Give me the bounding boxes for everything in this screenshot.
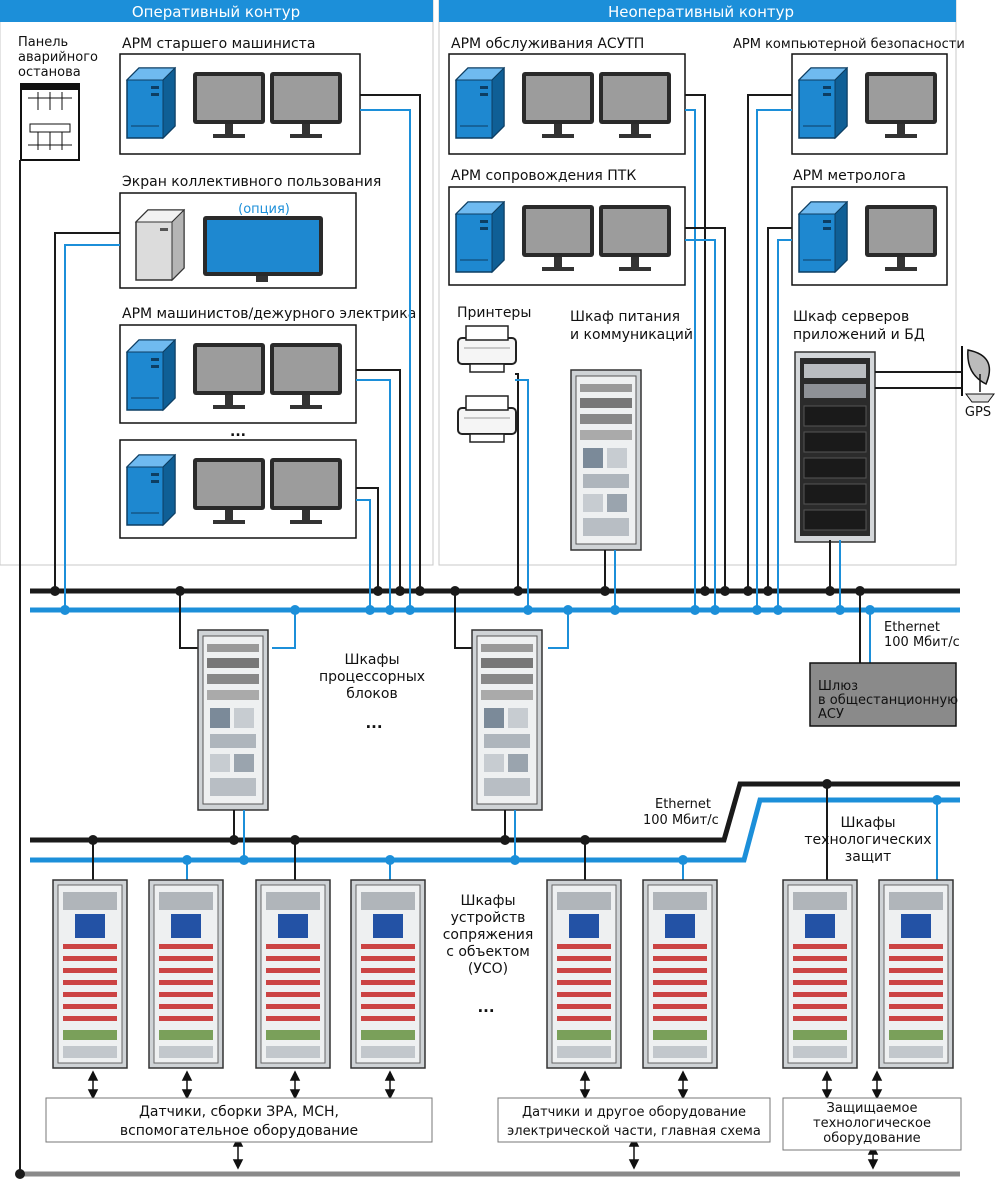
drivers-label: АРМ машинистов/дежурного электрика	[122, 306, 416, 322]
gps-label: GPS	[965, 405, 991, 420]
lower-black-bus	[30, 781, 960, 843]
printers-label: Принтеры	[457, 305, 531, 321]
collective-screen-workstation	[119, 192, 357, 289]
uso-cabinet-2	[148, 879, 224, 1069]
operational-header	[0, 0, 433, 22]
protection-cabinet-2	[878, 879, 954, 1069]
emergency-panel	[20, 83, 80, 161]
non-operational-header	[439, 0, 956, 22]
panel-label-1: Панель	[18, 35, 68, 50]
equipment-box-2-line-1: Датчики и другое оборудование	[522, 1105, 746, 1120]
equipment-box-1	[45, 1097, 433, 1143]
uso-cabinet-1	[52, 879, 128, 1069]
drivers-workstation-1	[119, 324, 357, 424]
eth2-label-2: 100 Мбит/с	[643, 813, 719, 828]
apcs-service-label: АРМ обслуживания АСУТП	[451, 36, 644, 52]
processor-dots: ...	[365, 714, 382, 732]
option-label: (опция)	[238, 202, 290, 217]
non-operational-header-label: Неоперативный контур	[608, 3, 794, 21]
uso-label-1: Шкафы	[460, 893, 515, 909]
drivers-workstation-2	[119, 439, 357, 539]
equipment-box-3-line-1: Защищаемое	[827, 1101, 918, 1116]
protection-label-3: защит	[845, 849, 891, 865]
panel-label-2: аварийного	[18, 50, 98, 65]
power-cabinet-label-1: Шкаф питания	[570, 309, 680, 325]
processor-cabinet-2	[471, 629, 543, 811]
equipment-box-3-line-3: оборудование	[823, 1131, 920, 1146]
power-cabinet-label-2: и коммуникаций	[570, 327, 693, 343]
gateway-label-3: АСУ	[818, 707, 844, 722]
uso-cabinet-4	[350, 879, 426, 1069]
uso-label-4: с объектом	[446, 944, 530, 960]
metrologist-label: АРМ метролога	[793, 168, 906, 184]
panel-label-3: останова	[18, 65, 81, 80]
gateway-box	[809, 662, 957, 727]
eth1-label-2: 100 Мбит/с	[884, 635, 960, 650]
equipment-box-1-line-2: вспомогательное оборудование	[120, 1123, 358, 1139]
apcs-service-workstation	[448, 53, 686, 155]
uso-label-5: (УСО)	[468, 961, 508, 977]
protection-label-2: технологических	[804, 832, 931, 848]
ptk-support-workstation	[448, 186, 686, 286]
gateway-label-1: Шлюз	[818, 679, 858, 694]
operational-header-label: Оперативный контур	[132, 3, 300, 21]
drivers-ellipsis: ...	[230, 424, 246, 440]
protection-label-1: Шкафы	[840, 815, 895, 831]
server-cabinet-label-2: приложений и БД	[793, 327, 925, 343]
security-workstation	[791, 53, 948, 155]
senior-driver-label: АРМ старшего машиниста	[122, 36, 315, 52]
server-cabinet	[794, 351, 876, 543]
uso-cabinet-5	[546, 879, 622, 1069]
equipment-box-2-line-2: электрической части, главная схема	[507, 1124, 761, 1139]
processor-label-1: Шкафы	[344, 652, 399, 668]
equipment-box-1-line-1: Датчики, сборки ЗРА, МСН,	[139, 1104, 339, 1120]
security-label: АРМ компьютерной безопасности	[733, 37, 965, 52]
uso-dots: ...	[477, 998, 494, 1016]
processor-label-3: блоков	[346, 686, 397, 702]
processor-label-2: процессорных	[319, 669, 425, 685]
equipment-box-3	[782, 1097, 962, 1151]
uso-cabinet-3	[255, 879, 331, 1069]
eth1-label-1: Ethernet	[884, 620, 940, 635]
uso-label-3: сопряжения	[443, 927, 534, 943]
processor-cabinet-1	[197, 629, 269, 811]
collective-screen-label: Экран коллективного пользования	[122, 174, 381, 190]
server-cabinet-label-1: Шкаф серверов	[793, 309, 909, 325]
uso-label-2: устройств	[451, 910, 526, 926]
metrologist-workstation	[791, 186, 948, 286]
equipment-box-3-line-2: технологическое	[813, 1116, 931, 1131]
gateway-label-2: в общестанционную	[818, 693, 958, 708]
ptk-support-label: АРМ сопровождения ПТК	[451, 168, 636, 184]
eth2-label-1: Ethernet	[655, 797, 711, 812]
senior-driver-workstation	[119, 53, 361, 155]
gps-antenna-icon	[961, 346, 995, 403]
equipment-box-2	[497, 1097, 771, 1143]
protection-cabinet-1	[782, 879, 858, 1069]
uso-cabinet-6	[642, 879, 718, 1069]
power-cabinet	[570, 369, 642, 551]
